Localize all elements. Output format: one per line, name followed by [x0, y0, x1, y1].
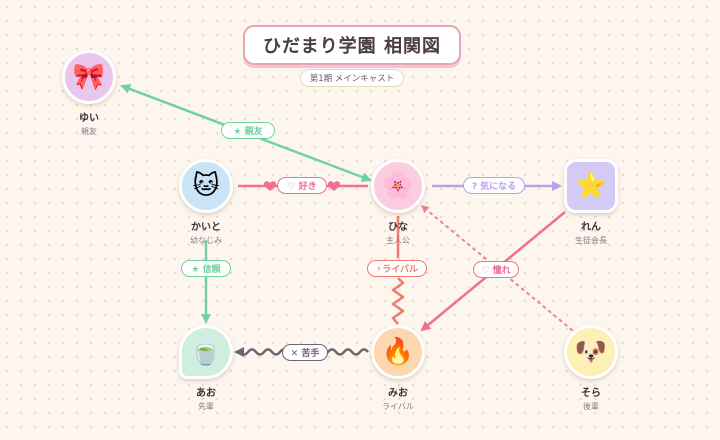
- node-role: 先輩: [198, 402, 214, 411]
- node-ao[interactable]: 🍵 あお 先輩: [176, 322, 236, 411]
- fire-icon: 🔥: [371, 325, 425, 379]
- node-name: かいと: [191, 222, 221, 233]
- node-name: そら: [581, 388, 601, 399]
- node-mio[interactable]: 🔥 みお ライバル: [368, 322, 428, 411]
- node-sora[interactable]: 🐶 そら 後輩: [561, 322, 621, 411]
- node-name: あお: [196, 388, 216, 399]
- node-role: 幼なじみ: [190, 236, 222, 245]
- chart-title: ひだまり学園 相関図: [243, 25, 461, 65]
- node-role: 主人公: [386, 236, 410, 245]
- edge-mio-hina: [391, 216, 405, 325]
- node-role: ライバル: [382, 402, 414, 411]
- node-role: 後輩: [583, 402, 599, 411]
- cat-icon: 🐱: [179, 159, 233, 213]
- node-role: 生徒会長: [575, 236, 607, 245]
- node-name: ひな: [388, 222, 408, 233]
- edge-label-best-friend: ★ 親友: [221, 122, 275, 139]
- node-kaito[interactable]: 🐱 かいと 幼なじみ: [176, 156, 236, 245]
- edge-label-rival: ⚡ライバル: [367, 260, 427, 277]
- node-yui[interactable]: 🎀 ゆい 親友: [59, 47, 119, 136]
- star-icon: ⭐: [564, 159, 618, 213]
- node-hina[interactable]: 🌸 ひな 主人公: [368, 156, 428, 245]
- node-name: ゆい: [79, 113, 99, 124]
- edge-label-trust: ★ 信頼: [181, 260, 231, 277]
- chart-subtitle: 第1期 メインキャスト: [300, 69, 404, 87]
- tea-icon: 🍵: [179, 325, 233, 379]
- edge-label-curious: ? 気になる: [463, 177, 525, 194]
- edge-label-dislike: ✕ 苦手: [282, 344, 328, 361]
- node-ren[interactable]: ⭐ れん 生徒会長: [561, 156, 621, 245]
- node-role: 親友: [81, 127, 97, 136]
- ribbon-icon: 🎀: [62, 50, 116, 104]
- blossom-icon: 🌸: [371, 159, 425, 213]
- edge-label-admire: ♡ 憧れ: [473, 261, 519, 278]
- dog-icon: 🐶: [564, 325, 618, 379]
- edge-label-love: ♡ 好き: [277, 177, 327, 194]
- node-name: れん: [581, 222, 601, 233]
- node-name: みお: [388, 388, 408, 399]
